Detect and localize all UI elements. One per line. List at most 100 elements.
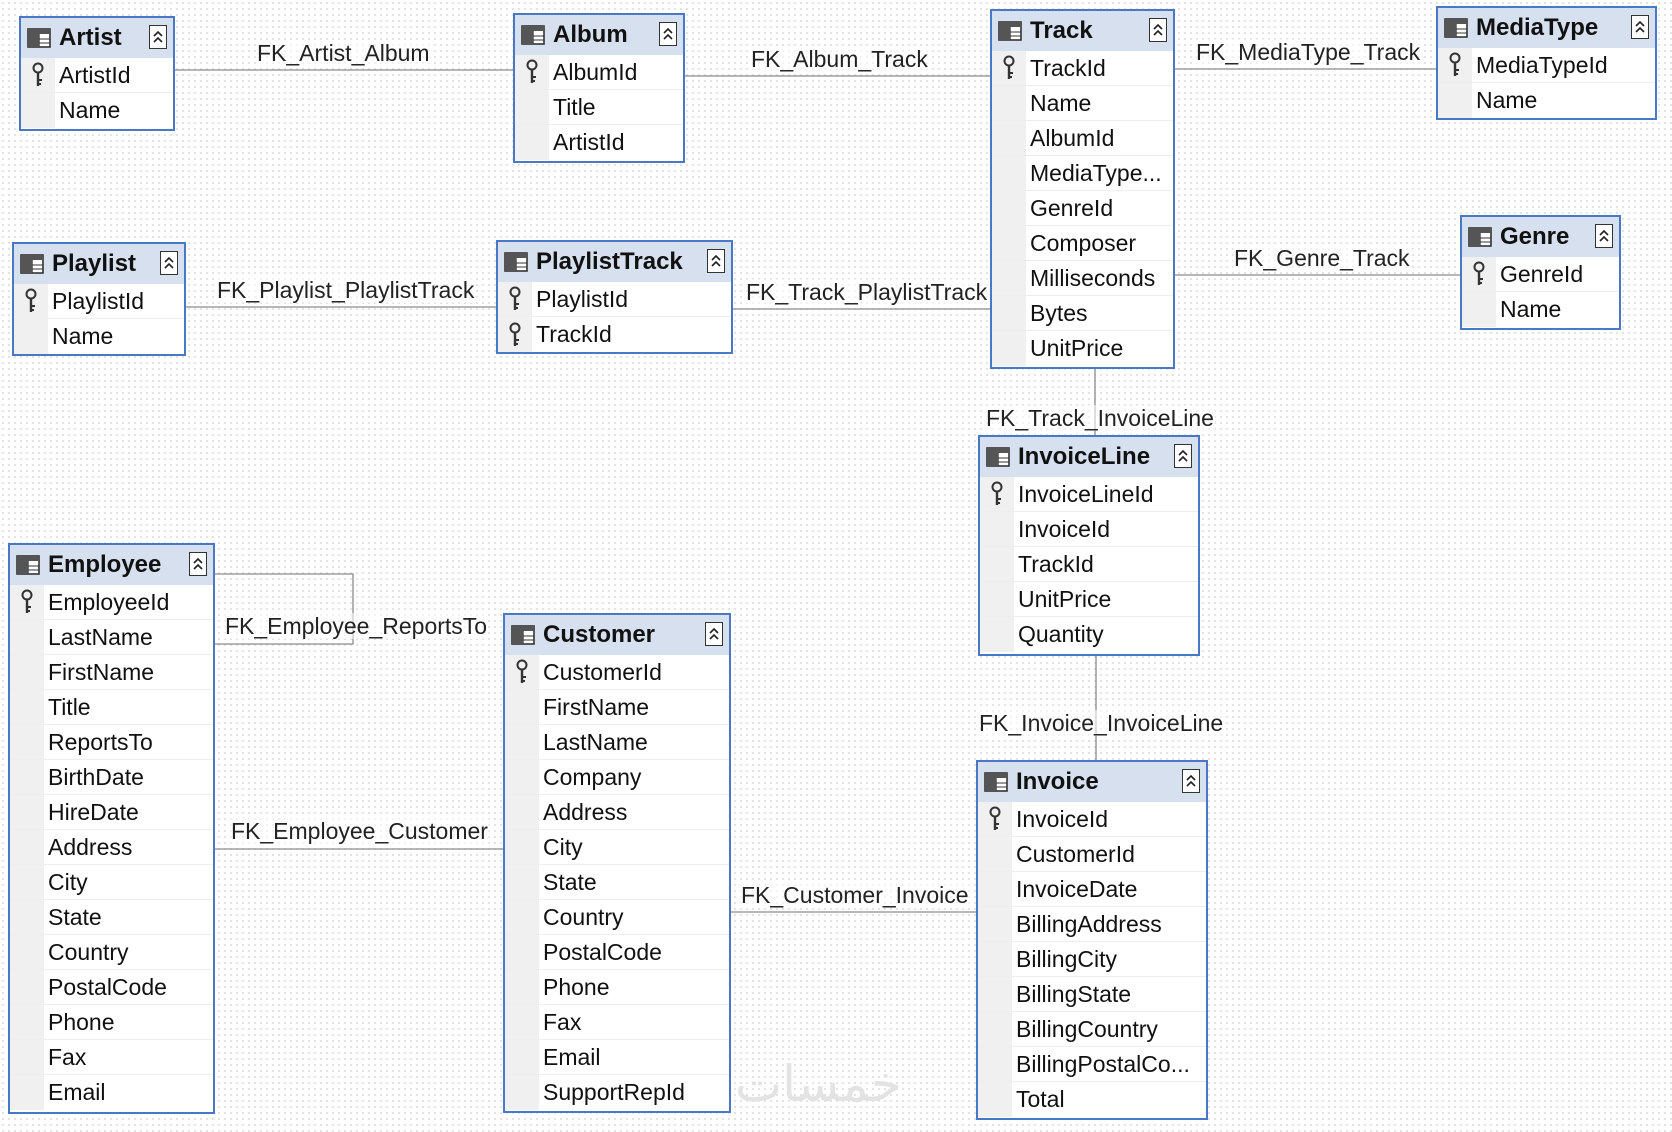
column-row[interactable]: AlbumId xyxy=(515,55,683,90)
column-row[interactable]: Fax xyxy=(505,1005,729,1040)
column-row[interactable]: EmployeeId xyxy=(10,585,213,620)
column-row[interactable]: FirstName xyxy=(10,655,213,690)
column-row[interactable]: Email xyxy=(10,1075,213,1110)
collapse-icon[interactable] xyxy=(659,22,677,46)
collapse-icon[interactable] xyxy=(1182,769,1200,793)
column-row[interactable]: FirstName xyxy=(505,690,729,725)
column-row[interactable]: InvoiceId xyxy=(980,512,1198,547)
column-row[interactable]: TrackId xyxy=(992,51,1173,86)
column-row[interactable]: ArtistId xyxy=(515,125,683,160)
column-row[interactable]: ArtistId xyxy=(21,58,173,93)
column-row[interactable]: City xyxy=(505,830,729,865)
column-row[interactable]: InvoiceDate xyxy=(978,872,1206,907)
table-header[interactable]: Playlist xyxy=(14,244,184,284)
column-row[interactable]: Total xyxy=(978,1082,1206,1117)
column-row[interactable]: AlbumId xyxy=(992,121,1173,156)
collapse-icon[interactable] xyxy=(189,552,207,576)
column-row[interactable]: BillingState xyxy=(978,977,1206,1012)
column-row[interactable]: Name xyxy=(1438,83,1655,118)
column-row[interactable]: Title xyxy=(10,690,213,725)
column-row[interactable]: Email xyxy=(505,1040,729,1075)
table-header[interactable]: Artist xyxy=(21,18,173,58)
collapse-icon[interactable] xyxy=(707,249,725,273)
collapse-icon[interactable] xyxy=(705,622,723,646)
table-header[interactable]: Invoice xyxy=(978,762,1206,802)
column-row[interactable]: Milliseconds xyxy=(992,261,1173,296)
column-row[interactable]: HireDate xyxy=(10,795,213,830)
table-header[interactable]: InvoiceLine xyxy=(980,437,1198,477)
column-row[interactable]: BirthDate xyxy=(10,760,213,795)
column-row[interactable]: GenreId xyxy=(1462,257,1619,292)
column-row[interactable]: UnitPrice xyxy=(992,331,1173,366)
column-row[interactable]: MediaType... xyxy=(992,156,1173,191)
column-row[interactable]: Composer xyxy=(992,226,1173,261)
column-row[interactable]: TrackId xyxy=(498,317,731,352)
column-row[interactable]: State xyxy=(10,900,213,935)
column-row[interactable]: City xyxy=(10,865,213,900)
column-row[interactable]: InvoiceLineId xyxy=(980,477,1198,512)
line-fk-employee-reportsto[interactable] xyxy=(215,573,354,645)
column-row[interactable]: Title xyxy=(515,90,683,125)
column-row[interactable]: Quantity xyxy=(980,617,1198,652)
table-header[interactable]: MediaType xyxy=(1438,8,1655,48)
column-row[interactable]: ReportsTo xyxy=(10,725,213,760)
column-row[interactable]: State xyxy=(505,865,729,900)
collapse-icon[interactable] xyxy=(160,251,178,275)
collapse-icon[interactable] xyxy=(1174,444,1192,468)
column-row[interactable]: BillingPostalCo... xyxy=(978,1047,1206,1082)
table-header[interactable]: Track xyxy=(992,11,1173,51)
row-gutter xyxy=(10,935,44,969)
column-row[interactable]: BillingCountry xyxy=(978,1012,1206,1047)
column-row[interactable]: Fax xyxy=(10,1040,213,1075)
column-row[interactable]: PostalCode xyxy=(505,935,729,970)
row-gutter xyxy=(978,837,1012,871)
column-row[interactable]: LastName xyxy=(505,725,729,760)
column-row[interactable]: PostalCode xyxy=(10,970,213,1005)
column-row[interactable]: Address xyxy=(505,795,729,830)
column-row[interactable]: MediaTypeId xyxy=(1438,48,1655,83)
column-row[interactable]: Country xyxy=(505,900,729,935)
column-row[interactable]: CustomerId xyxy=(505,655,729,690)
column-row[interactable]: Name xyxy=(1462,292,1619,327)
collapse-icon[interactable] xyxy=(1631,15,1649,39)
table-header[interactable]: PlaylistTrack xyxy=(498,242,731,282)
column-row[interactable]: Country xyxy=(10,935,213,970)
collapse-icon[interactable] xyxy=(1595,224,1613,248)
column-row[interactable]: GenreId xyxy=(992,191,1173,226)
column-row[interactable]: Phone xyxy=(10,1005,213,1040)
collapse-icon[interactable] xyxy=(1149,18,1167,42)
column-row[interactable]: Address xyxy=(10,830,213,865)
table-header[interactable]: Genre xyxy=(1462,217,1619,257)
column-row[interactable]: PlaylistId xyxy=(14,284,184,319)
column-row[interactable]: Name xyxy=(14,319,184,354)
column-row[interactable]: BillingCity xyxy=(978,942,1206,977)
table-header[interactable]: Employee xyxy=(10,545,213,585)
column-row[interactable]: BillingAddress xyxy=(978,907,1206,942)
column-row[interactable]: InvoiceId xyxy=(978,802,1206,837)
table-header[interactable]: Album xyxy=(515,15,683,55)
column-row[interactable]: Phone xyxy=(505,970,729,1005)
collapse-icon[interactable] xyxy=(149,25,167,49)
column-row[interactable]: PlaylistId xyxy=(498,282,731,317)
column-row[interactable]: SupportRepId xyxy=(505,1075,729,1110)
column-row[interactable]: Bytes xyxy=(992,296,1173,331)
column-row[interactable]: Name xyxy=(21,93,173,128)
column-row[interactable]: LastName xyxy=(10,620,213,655)
table-header[interactable]: Customer xyxy=(505,615,729,655)
column-row[interactable]: Name xyxy=(992,86,1173,121)
column-row[interactable]: CustomerId xyxy=(978,837,1206,872)
column-row[interactable]: UnitPrice xyxy=(980,582,1198,617)
column-row[interactable]: TrackId xyxy=(980,547,1198,582)
column-row[interactable]: Company xyxy=(505,760,729,795)
